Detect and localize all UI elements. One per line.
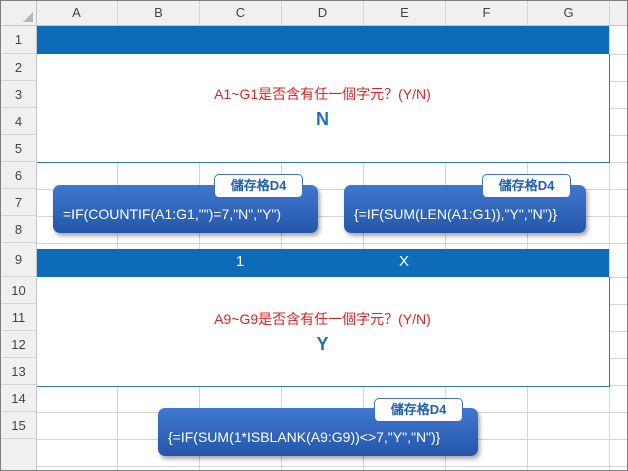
- row-header-5[interactable]: 5: [1, 135, 36, 162]
- formula-text-3: {=IF(SUM(1*ISBLANK(A9:G9))<>7,"Y","N")}: [168, 429, 441, 445]
- row-header-column: 1 2 3 4 5 6 7 8 9 10 11 12 13 14 15: [1, 1, 37, 470]
- grid-line: [527, 1, 528, 470]
- grid-line: [199, 1, 200, 470]
- row-header-10[interactable]: 10: [1, 277, 36, 304]
- grid-line: [445, 1, 446, 470]
- column-header-c[interactable]: C: [200, 1, 282, 25]
- column-header-b[interactable]: B: [118, 1, 200, 25]
- row-header-12[interactable]: 12: [1, 331, 36, 358]
- row-header-8[interactable]: 8: [1, 216, 36, 243]
- row-header-14[interactable]: 14: [1, 385, 36, 412]
- block1-answer[interactable]: N: [316, 109, 329, 129]
- row-header-1[interactable]: 1: [1, 26, 36, 54]
- formula-text-2: {=IF(SUM(LEN(A1:G1)),"Y","N")}: [354, 206, 558, 222]
- block1-outline: [36, 54, 610, 163]
- block2-answer[interactable]: Y: [316, 334, 329, 354]
- column-header-d[interactable]: D: [282, 1, 364, 25]
- formula-card-3: {=IF(SUM(1*ISBLANK(A9:G9))<>7,"Y","N")}: [158, 408, 478, 456]
- row-header-15[interactable]: 15: [1, 412, 36, 439]
- formula-text-1: =IF(COUNTIF(A1:G1,"")=7,"N","Y"): [63, 206, 282, 222]
- column-header-e[interactable]: E: [364, 1, 446, 25]
- row-header-4[interactable]: 4: [1, 108, 36, 135]
- row-header-13[interactable]: 13: [1, 358, 36, 385]
- row-header-2[interactable]: 2: [1, 54, 36, 81]
- block2-question: A9~G9是否含有任一個字元？(Y/N): [214, 311, 431, 327]
- block1-question: A1~G1是否含有任一個字元？(Y/N): [214, 86, 431, 102]
- block2-outline: [36, 277, 610, 387]
- column-header-row: A B C D E F G: [1, 1, 627, 26]
- grid-line: [363, 1, 364, 470]
- column-header-f[interactable]: F: [446, 1, 528, 25]
- cell-tag-3: 儲存格D4: [374, 398, 463, 422]
- column-header-g[interactable]: G: [528, 1, 610, 25]
- column-header-a[interactable]: A: [36, 1, 118, 25]
- cell-tag-2: 儲存格D4: [482, 174, 571, 198]
- row-9-filled-band[interactable]: [36, 249, 609, 277]
- row-1-filled-band[interactable]: [36, 26, 609, 54]
- grid-line: [609, 1, 610, 470]
- cell-c9[interactable]: 1: [235, 253, 245, 270]
- grid-line: [117, 1, 118, 470]
- cell-e9[interactable]: X: [398, 253, 409, 270]
- row-header-7[interactable]: 7: [1, 189, 36, 216]
- row-header-6[interactable]: 6: [1, 162, 36, 189]
- select-all-triangle-icon: [23, 12, 33, 22]
- cell-tag-1: 儲存格D4: [214, 174, 303, 198]
- select-all-corner[interactable]: [1, 1, 37, 26]
- row-header-9[interactable]: 9: [1, 243, 36, 277]
- grid-line: [281, 1, 282, 470]
- grid-line: [1, 466, 627, 467]
- grid-line: [1, 243, 627, 244]
- row-header-11[interactable]: 11: [1, 304, 36, 331]
- row-header-3[interactable]: 3: [1, 81, 36, 108]
